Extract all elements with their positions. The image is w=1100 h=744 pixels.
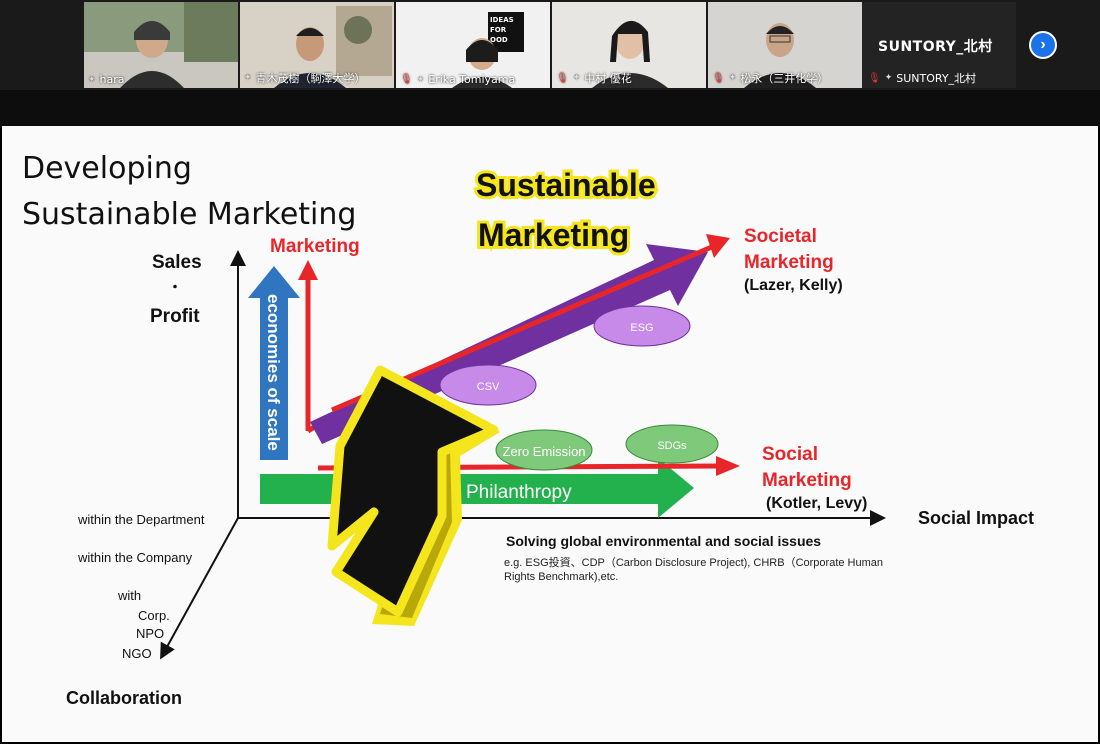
solving-label: Solving global environmental and social …	[506, 533, 821, 549]
social-label-line2: Marketing	[762, 470, 852, 491]
video-feed	[708, 2, 862, 88]
zero-emission-ellipse	[495, 429, 593, 471]
within-department-label: within the Department	[77, 512, 205, 527]
sustainable-label-shadow2: Marketing	[478, 217, 629, 253]
shared-slide: economies of scale Philanthropy ESG CSV …	[2, 126, 1098, 742]
video-feed	[84, 2, 238, 88]
marketing-arrow-head	[298, 260, 318, 280]
pin-icon: ✦	[728, 73, 737, 83]
esg-ellipse	[593, 305, 691, 347]
pin-icon: ✦	[416, 74, 425, 85]
participant-tile[interactable]: ✦hara	[84, 2, 238, 88]
sdgs-ellipse	[625, 424, 719, 464]
pin-icon: ✦	[572, 73, 581, 83]
ngo-label: NGO	[122, 646, 152, 661]
sdgs-label: SDGs	[657, 440, 687, 452]
eg-line1: e.g. ESG投資、CDP（Carbon Disclosure Project…	[504, 555, 883, 569]
y-axis-dot: ・	[168, 279, 182, 295]
participant-tile-active[interactable]: ✦青木茂樹（駒澤大学）	[240, 2, 394, 88]
chevron-right-icon: ›	[1040, 36, 1046, 53]
y-axis-label-profit: Profit	[150, 306, 200, 327]
sustainable-label-shadow: Sustainable	[476, 167, 656, 203]
social-authors: (Kotler, Levy)	[766, 495, 867, 512]
within-company-label: within the Company	[77, 550, 193, 565]
mic-muted-icon: 🎙	[712, 72, 725, 84]
participant-display-name: SUNTORY_北村	[878, 39, 993, 55]
sustainable-label-line2: Marketing	[478, 217, 629, 253]
mic-muted-icon: 🎙	[868, 72, 881, 84]
participant-tile[interactable]: SUNTORY_北村 🎙✦SUNTORY_北村	[862, 2, 1016, 88]
pin-icon: ✦	[884, 73, 893, 83]
video-feed	[396, 2, 550, 88]
video-feed	[552, 2, 706, 88]
mic-muted-icon: 🎙	[400, 74, 413, 85]
slide-diagram: economies of scale Philanthropy ESG CSV …	[66, 164, 1034, 708]
economies-label: economies of scale	[264, 294, 283, 451]
next-page-button[interactable]: ›	[1029, 31, 1057, 59]
video-feed	[240, 2, 394, 88]
societal-label-line2: Marketing	[744, 252, 834, 273]
eg-line2: Rights Benchmark),etc.	[504, 571, 618, 583]
economies-arrow	[248, 266, 300, 460]
philanthropy-label: Philanthropy	[466, 482, 572, 503]
collaboration-label: Collaboration	[66, 688, 182, 708]
participant-name: SUNTORY_北村	[896, 72, 977, 85]
participant-name: 松永（三井化学）	[740, 72, 829, 85]
zero-emission-label: Zero Emission	[502, 444, 585, 459]
social-label-line1: Social	[762, 444, 818, 465]
z-axis	[160, 517, 239, 660]
corp-label: Corp.	[138, 608, 170, 623]
participants-strip: ✦hara ✦青木茂樹（駒澤大学） IDEAS FOR OOD 🎙✦Erika …	[0, 0, 1100, 90]
mic-muted-icon: 🎙	[556, 72, 569, 84]
participant-tile[interactable]: 🎙✦松永（三井化学）	[708, 2, 862, 88]
pin-icon: ✦	[88, 74, 96, 85]
y-axis-label-sales: Sales	[152, 252, 202, 273]
with-label: with	[117, 588, 141, 603]
csv-label: CSV	[477, 381, 500, 393]
societal-label-line1: Societal	[744, 226, 817, 247]
sustainable-label-line1: Sustainable	[476, 167, 656, 203]
ideas-for-good-logo: IDEAS FOR OOD	[490, 16, 514, 44]
csv-ellipse	[439, 364, 537, 406]
slide-title: Developing Sustainable Marketing	[22, 151, 357, 232]
participant-name: hara	[99, 73, 125, 86]
participant-name: Erika Tomiyama	[428, 73, 516, 86]
participant-name: 中村 優花	[584, 72, 632, 85]
participant-name: 青木茂樹（駒澤大学）	[255, 72, 366, 85]
pin-icon: ✦	[244, 73, 252, 83]
societal-authors: (Lazer, Kelly)	[744, 277, 843, 294]
marketing-label: Marketing	[270, 236, 360, 257]
esg-label: ESG	[630, 322, 653, 334]
participant-tile[interactable]: 🎙✦中村 優花	[552, 2, 706, 88]
spacer	[0, 90, 1100, 126]
x-axis-label: Social Impact	[918, 508, 1034, 528]
participant-tile[interactable]: IDEAS FOR OOD 🎙✦Erika Tomiyama	[396, 2, 550, 88]
npo-label: NPO	[136, 626, 164, 641]
